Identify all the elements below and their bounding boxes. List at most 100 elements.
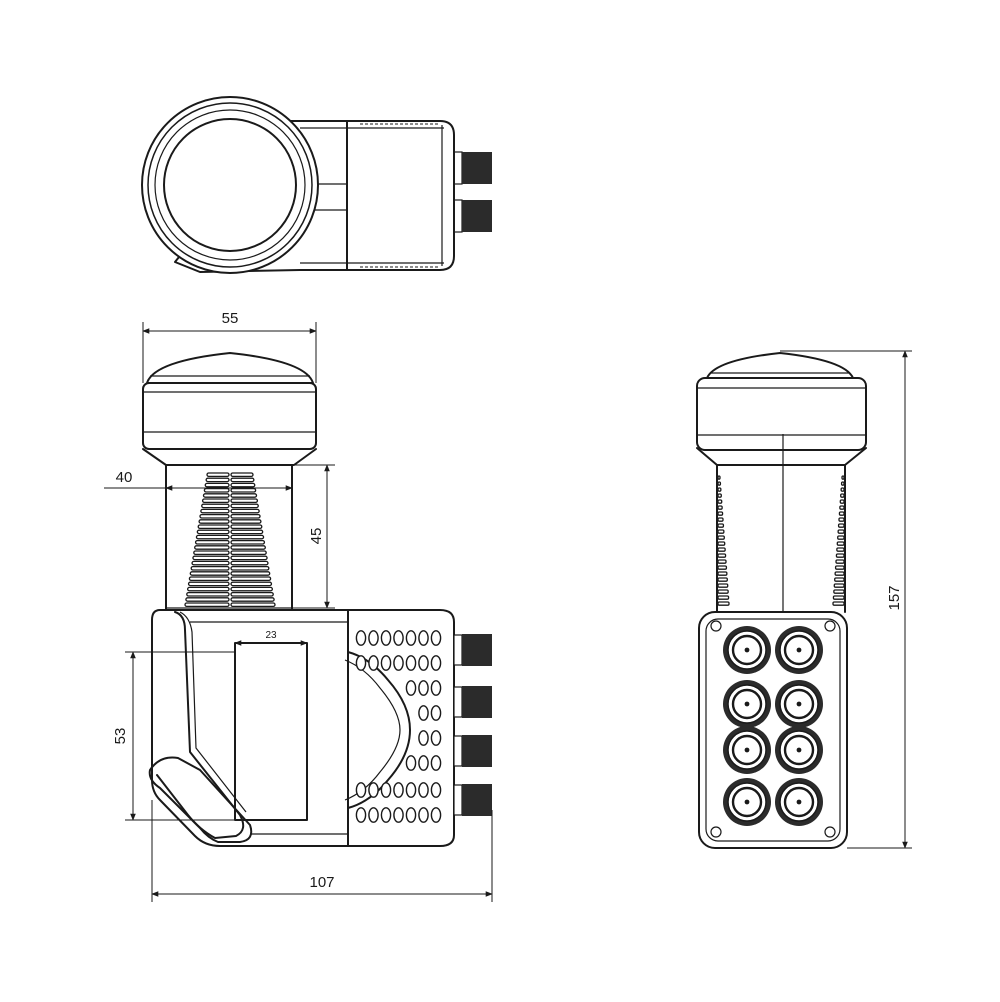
vent-hole: [430, 630, 442, 646]
neck-fin: [196, 529, 230, 535]
dimension-horn-width: 55: [142, 310, 317, 383]
port-pin: [796, 647, 802, 653]
side-fin: [717, 541, 726, 546]
neck-fin: [201, 498, 230, 504]
dimension-window-height: 53: [112, 651, 240, 821]
side-fin: [837, 523, 845, 528]
side-fin: [717, 559, 727, 564]
side-fin: [840, 481, 845, 486]
vent-hole: [405, 630, 417, 646]
side-fin: [717, 553, 727, 558]
top-view: [141, 96, 492, 274]
vent-hole: [418, 730, 429, 746]
neck-fin: [186, 586, 230, 592]
side-fin: [840, 493, 845, 498]
neck-fin: [230, 534, 265, 540]
neck-fin: [230, 581, 273, 587]
vent-hole: [418, 630, 429, 646]
neck-fin: [194, 539, 230, 545]
neck-fin: [230, 477, 255, 483]
connector-collar: [453, 784, 463, 816]
side-fin: [717, 493, 722, 498]
vent-hole: [418, 782, 429, 798]
neck-fin: [230, 565, 270, 571]
vent-hole: [430, 655, 442, 671]
side-fin: [717, 589, 729, 594]
neck-fin: [199, 513, 230, 519]
vent-hole: [418, 705, 429, 721]
neck-fin: [192, 555, 230, 561]
vent-hole: [393, 630, 404, 646]
vent-hole: [430, 782, 442, 798]
vent-hole: [405, 755, 417, 771]
side-fin: [837, 535, 845, 540]
neck-fin: [230, 586, 274, 592]
neck-fin: [230, 597, 275, 602]
side-fin: [834, 571, 845, 576]
side-fin: [835, 553, 845, 558]
vent-hole: [368, 655, 379, 671]
neck-fin: [203, 487, 230, 493]
neck-fin: [230, 555, 268, 561]
side-fin: [833, 583, 845, 588]
dimension-label-window-width: 23: [265, 630, 277, 641]
dimension-label-body-length: 107: [309, 874, 334, 891]
neck-fin: [194, 545, 230, 550]
vent-hole: [355, 655, 367, 671]
neck-fin: [230, 487, 257, 493]
side-fin: [717, 511, 724, 516]
side-fins: [717, 475, 845, 606]
port-pin: [796, 701, 802, 707]
vent-hole: [430, 705, 442, 721]
vent-hole: [393, 655, 404, 671]
vent-hole: [405, 655, 417, 671]
dimension-total-height: 157: [780, 350, 912, 849]
neck-fin: [186, 591, 230, 597]
side-fin: [841, 475, 845, 480]
front-view: [142, 352, 492, 847]
neck-fin: [230, 498, 259, 504]
neck-fin: [202, 493, 230, 498]
neck-fin: [188, 576, 230, 582]
neck-fin: [185, 597, 230, 602]
vent-hole: [368, 630, 379, 646]
vent-hole: [430, 730, 442, 746]
side-fin: [835, 559, 845, 564]
vent-hole: [405, 807, 417, 823]
vent-hole: [380, 655, 392, 671]
vent-hole: [430, 807, 442, 823]
neck-fin: [230, 493, 258, 498]
output-ports: [723, 626, 823, 826]
side-fin: [717, 583, 729, 588]
side-view: [696, 352, 867, 849]
port-pin: [744, 799, 750, 805]
port-pin: [744, 647, 750, 653]
neck-fin: [230, 482, 256, 488]
vent-hole: [430, 755, 442, 771]
dimension-label-total-height: 157: [886, 585, 903, 610]
f-connector: [462, 735, 492, 767]
side-fin: [840, 487, 845, 492]
neck-fin: [230, 545, 266, 550]
neck-fin: [230, 539, 266, 545]
neck-fin: [200, 508, 230, 514]
side-fin: [717, 499, 723, 504]
vent-hole: [368, 782, 379, 798]
neck-fin: [204, 482, 230, 488]
side-fin: [717, 475, 721, 480]
vent-hole: [380, 807, 392, 823]
neck-fin: [206, 472, 230, 478]
neck-fin: [230, 503, 259, 509]
connector-collar: [453, 634, 463, 666]
side-fin: [837, 529, 845, 534]
vent-hole: [418, 807, 429, 823]
dimension-label-neck-width: 40: [116, 469, 133, 486]
side-fin: [717, 523, 725, 528]
port-pin: [744, 701, 750, 707]
side-fin: [717, 571, 728, 576]
vent-hole: [393, 782, 404, 798]
connector-collar: [453, 735, 463, 767]
side-fin: [717, 565, 728, 570]
neck-fin: [198, 519, 230, 524]
